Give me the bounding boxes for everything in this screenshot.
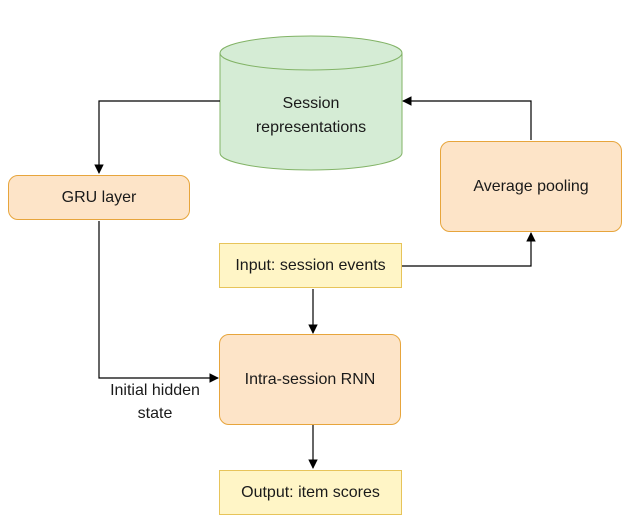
arrow-pooling-to-database — [402, 96, 532, 140]
gru-layer-node: GRU layer — [8, 175, 190, 220]
output-item-scores-node: Output: item scores — [219, 470, 402, 515]
arrow-gru-to-rnn — [98, 221, 219, 383]
session-representations-database — [219, 35, 403, 171]
input-session-events-node: Input: session events — [219, 243, 402, 288]
arrow-input-to-pooling — [402, 232, 536, 267]
initial-hidden-state-label: Initial hidden state — [110, 382, 200, 422]
arrow-database-to-gru — [94, 100, 220, 174]
intra-session-rnn-node: Intra-session RNN — [219, 334, 401, 425]
average-pooling-node: Average pooling — [440, 141, 622, 232]
session-representations-label: Session representations — [255, 95, 367, 136]
